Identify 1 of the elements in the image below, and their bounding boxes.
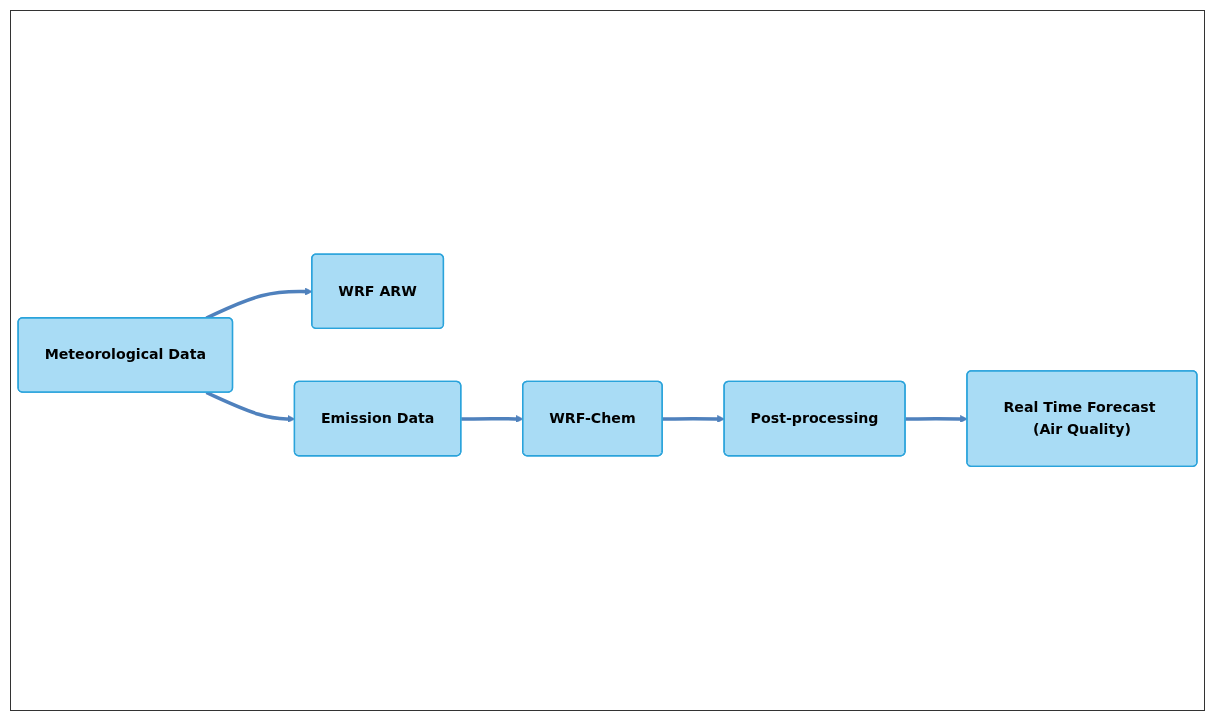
arrow xyxy=(662,415,725,424)
